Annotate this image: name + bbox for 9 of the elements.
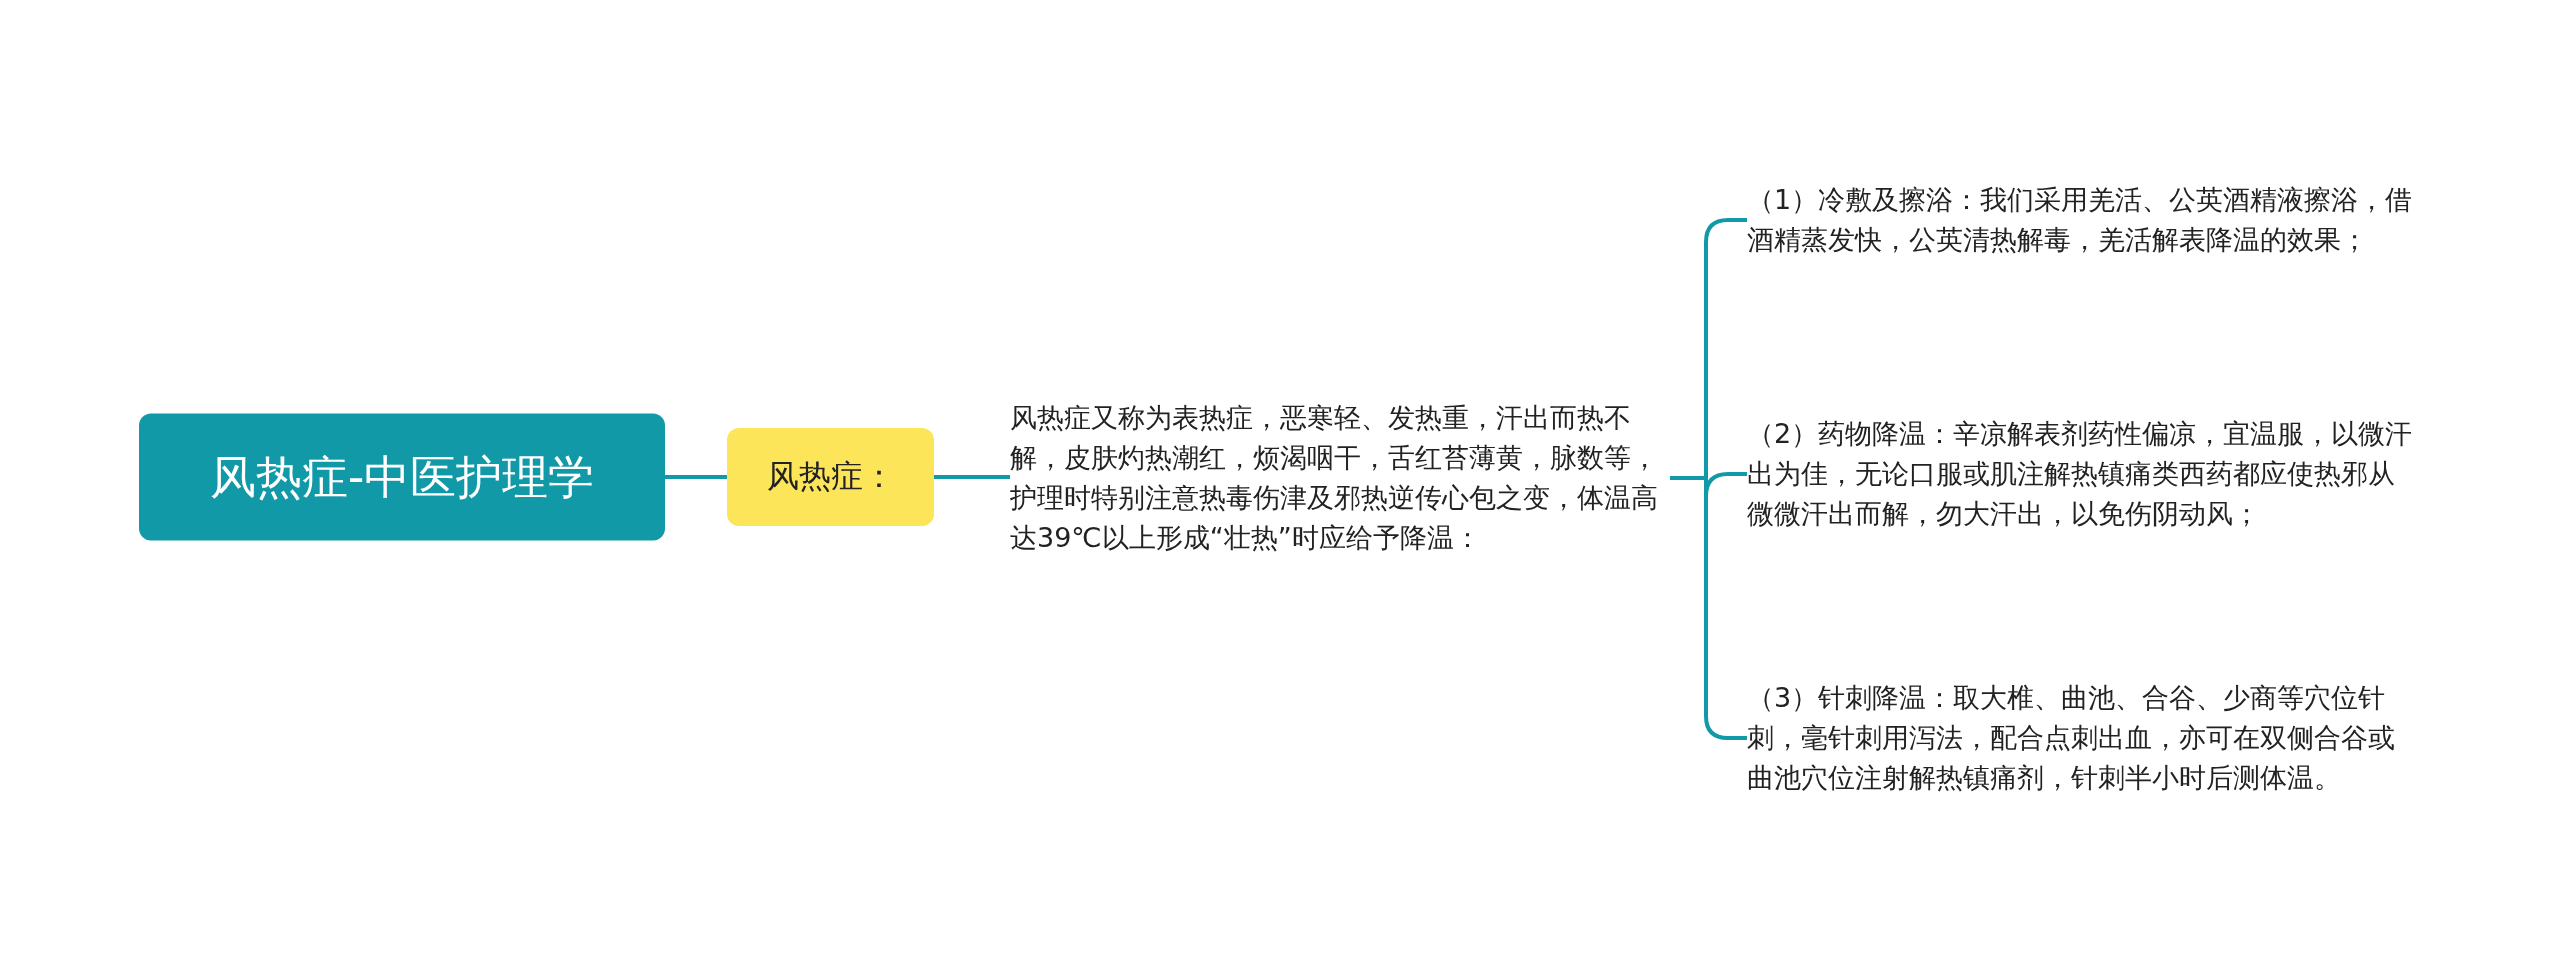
connector-line: [934, 475, 1010, 479]
connector-line: [1670, 476, 1747, 740]
topic-box: 风热症-中医护理学: [139, 413, 665, 541]
method-text: （3）针刺降温：取大椎、曲池、合谷、少商等穴位针刺，毫针刺用泻法，配合点刺出血，亦可在双侧合谷或曲池穴位注射解热镇痛剂，针刺半小时后测体温。: [1747, 681, 2396, 795]
method-text: （2）药物降温：辛凉解表剂药性偏凉，宜温服，以微汗出为佳，无论口服或肌注解热镇痛类西药都应使热邪从微微汗出而解，勿大汗出，以免伤阴动风；: [1747, 417, 2414, 531]
connector-line: [665, 475, 727, 479]
subtopic-box: 风热症：: [727, 428, 934, 526]
method-text: （1）冷敷及擦浴：我们采用羌活、公英酒精液擦浴，借酒精蒸发快，公英清热解毒，羌活解表降温的效果；: [1747, 183, 2414, 257]
description-text: 风热症又称为表热症，恶寒轻、发热重，汗出而热不解，皮肤灼热潮红，烦渴咽干，舌红苔薄黄，脉数等，护理时特别注意热毒伤津及邪热逆传心包之变，体温高达39℃以上形成“壮热”时应给予降温：: [1010, 401, 1659, 555]
